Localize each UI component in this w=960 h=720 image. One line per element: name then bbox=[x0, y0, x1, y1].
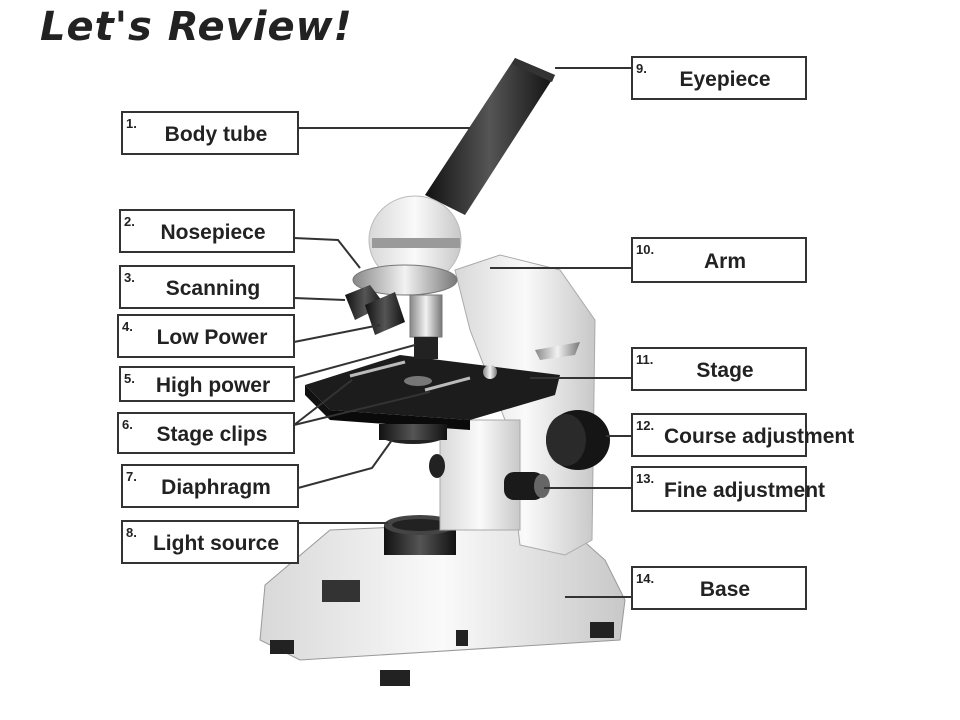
leader-line bbox=[293, 324, 381, 343]
label-frame bbox=[631, 237, 807, 283]
label-text: Light source bbox=[153, 532, 279, 555]
label-number: 3. bbox=[124, 270, 135, 285]
label-frame bbox=[631, 347, 807, 391]
label-box: 9. Eyepiece bbox=[631, 56, 807, 100]
label-text: Body tube bbox=[165, 123, 268, 146]
label-number: 7. bbox=[126, 469, 137, 484]
label-number: 12. bbox=[636, 418, 654, 433]
microscope-image bbox=[259, 58, 626, 686]
label-text: Low Power bbox=[157, 326, 268, 349]
label-frame bbox=[121, 111, 299, 155]
label-frame bbox=[119, 366, 295, 402]
label-frame bbox=[631, 566, 807, 610]
label-box: 2. Nosepiece bbox=[119, 209, 295, 253]
label-box: 1. Body tube bbox=[121, 111, 299, 155]
label-text: Stage clips bbox=[157, 423, 268, 446]
label-number: 5. bbox=[124, 371, 135, 386]
label-box: 11. Stage bbox=[631, 347, 807, 391]
label-box: 4. Low Power bbox=[117, 314, 295, 358]
label-box: 7. Diaphragm bbox=[121, 464, 299, 508]
label-frame bbox=[119, 265, 295, 309]
leader-line bbox=[293, 344, 416, 379]
label-frame bbox=[117, 412, 295, 454]
label-number: 11. bbox=[636, 352, 653, 367]
label-text: Base bbox=[700, 578, 750, 601]
label-text: Eyepiece bbox=[679, 68, 770, 91]
leader-line bbox=[293, 379, 431, 426]
label-number: 10. bbox=[636, 242, 654, 257]
label-number: 1. bbox=[126, 116, 137, 131]
label-box: 5. High power bbox=[119, 366, 295, 402]
label-text: Course adjustment bbox=[664, 425, 854, 448]
label-box: 12. Course adjustment bbox=[631, 413, 854, 457]
label-box: 6. Stage clips bbox=[117, 412, 295, 454]
leader-line bbox=[293, 297, 346, 301]
label-number: 6. bbox=[122, 417, 133, 432]
label-frame bbox=[121, 464, 299, 508]
label-box: 14. Base bbox=[631, 566, 807, 610]
label-box: 13. Fine adjustment bbox=[631, 466, 825, 512]
label-number: 9. bbox=[636, 61, 647, 76]
leader-lines bbox=[293, 67, 632, 598]
label-number: 13. bbox=[636, 471, 654, 486]
label-frame bbox=[631, 413, 807, 457]
label-frame bbox=[117, 314, 295, 358]
leader-line bbox=[293, 237, 361, 269]
label-text: Fine adjustment bbox=[664, 479, 825, 502]
label-text: High power bbox=[156, 374, 270, 397]
label-box: 10. Arm bbox=[631, 237, 807, 283]
label-frame bbox=[121, 520, 299, 564]
label-text: Diaphragm bbox=[161, 476, 271, 499]
label-number: 2. bbox=[124, 214, 135, 229]
label-box: 3. Scanning bbox=[119, 265, 295, 309]
label-text: Arm bbox=[704, 250, 746, 273]
page-title: Let's Review! bbox=[40, 4, 353, 50]
label-number: 4. bbox=[122, 319, 133, 334]
label-text: Scanning bbox=[166, 277, 261, 300]
label-frame bbox=[631, 466, 807, 512]
label-number: 14. bbox=[636, 571, 654, 586]
label-text: Stage bbox=[696, 359, 753, 382]
label-text: Nosepiece bbox=[160, 221, 265, 244]
label-boxes: 1. Body tube 2. Nosepiece 3. Scanning 4. Low Po… bbox=[117, 56, 854, 610]
leader-line bbox=[297, 439, 393, 489]
label-frame bbox=[631, 56, 807, 100]
label-box: 8. Light source bbox=[121, 520, 299, 564]
label-number: 8. bbox=[126, 525, 137, 540]
label-frame bbox=[119, 209, 295, 253]
